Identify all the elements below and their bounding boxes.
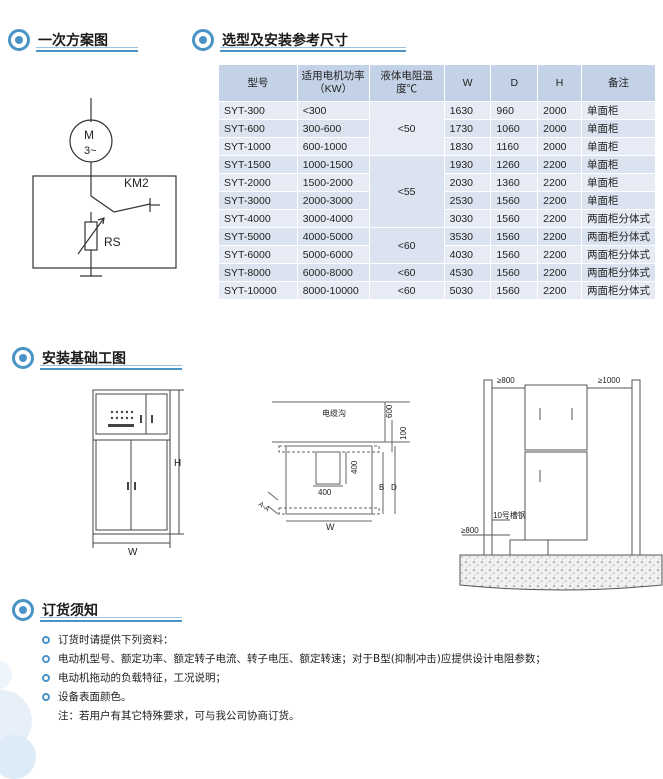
- bullet-icon: [42, 674, 50, 682]
- section-aa-label: A-A: [257, 501, 271, 514]
- section-title: 订货须知: [42, 603, 98, 619]
- section-heading-install: 安装基础工图: [12, 346, 182, 370]
- spec-table: 型号 适用电机功率（KW） 液体电阻温度℃ W D H 备注 SYT-300 <…: [218, 64, 657, 300]
- table-row: SYT-600 300-600 1730 1060 2000 单面柜: [218, 119, 657, 138]
- motor-phase-label: 3~: [84, 145, 97, 157]
- bullet-icon: [42, 655, 50, 663]
- table-row: SYT-300 <300 <50 1630 960 2000 单面柜: [218, 101, 657, 156]
- section-title: 选型及安装参考尺寸: [222, 33, 348, 49]
- list-item: 电动机型号、额定功率、额定转子电流、转子电压、额定转速；对于B型(抑制冲击)应提…: [42, 650, 546, 669]
- header-h: H: [537, 64, 582, 102]
- dim-400-vertical-label: 400: [350, 460, 359, 474]
- rs-label: RS: [104, 235, 121, 249]
- table-row: SYT-10000 8000-10000 <60 5030 1560 2200 …: [218, 281, 657, 300]
- height-label: H: [174, 458, 181, 469]
- dim-w-label: W: [326, 522, 335, 532]
- dim-100-label: 100: [399, 426, 408, 440]
- list-item: 电动机拖动的负载特征，工况说明；: [42, 669, 546, 688]
- list-item: 订货时请提供下列资料：: [42, 631, 546, 650]
- section-title: 一次方案图: [38, 33, 108, 49]
- gap-right-label: ≥1000: [598, 376, 621, 385]
- header-model: 型号: [218, 64, 298, 102]
- dim-d-label: D: [391, 483, 397, 492]
- order-note-remark: 注：若用户有其它特殊要求，可与我公司协商订货。: [58, 710, 300, 722]
- header-note: 备注: [580, 64, 657, 102]
- bullet-icon: [42, 636, 50, 644]
- dim-600-label: 600: [385, 404, 394, 418]
- indicator-lights-icon: [108, 410, 153, 490]
- motor-icon: [69, 119, 113, 163]
- dim-b-label: B: [379, 483, 384, 492]
- header-w: W: [443, 64, 492, 102]
- header-power: 适用电机功率（KW）: [296, 64, 370, 102]
- table-row: SYT-8000 6000-8000 <60 4530 1560 2200 两面…: [218, 263, 657, 282]
- order-notes: 订货时请提供下列资料： 电动机型号、额定功率、额定转子电流、转子电压、额定转速；…: [42, 631, 546, 726]
- section-heading-circuit: 一次方案图: [8, 28, 138, 52]
- section-title: 安装基础工图: [42, 351, 126, 367]
- switch-contact-icon: [90, 195, 115, 213]
- motor-label: M: [84, 128, 94, 142]
- channel-steel-label: 10号槽钢: [493, 510, 526, 520]
- decorative-bubble: [0, 660, 12, 690]
- section-heading-order: 订货须知: [12, 598, 182, 622]
- table-row: SYT-5000 4000-5000 <60 3530 1560 2200 两面…: [218, 227, 657, 264]
- cable-trench-label: 电缆沟: [322, 408, 346, 418]
- dim-400-horizontal-label: 400: [318, 488, 332, 497]
- gap-left-label: ≥800: [497, 376, 515, 385]
- resistor-icon: [84, 221, 98, 251]
- table-row: SYT-6000 5000-6000 4030 1560 2200 两面柜分体式: [218, 245, 657, 264]
- decorative-bubble: [0, 735, 36, 779]
- table-row: SYT-2000 1500-2000 2030 1360 2200 单面柜: [218, 173, 657, 192]
- header-d: D: [490, 64, 539, 102]
- list-item: 设备表面颜色。: [42, 688, 546, 707]
- width-label: W: [128, 547, 138, 558]
- gap-bottom-label: ≥800: [461, 526, 479, 535]
- bullet-icon: [42, 693, 50, 701]
- section-heading-spec: 选型及安装参考尺寸: [192, 28, 406, 52]
- km2-label: KM2: [124, 176, 149, 190]
- table-header-row: 型号 适用电机功率（KW） 液体电阻温度℃ W D H 备注: [218, 64, 657, 102]
- table-row: SYT-1500 1000-1500 <55 1930 1260 2200 单面…: [218, 155, 657, 228]
- header-temp: 液体电阻温度℃: [368, 64, 445, 102]
- table-row: SYT-3000 2000-3000 2530 1560 2200 单面柜: [218, 191, 657, 210]
